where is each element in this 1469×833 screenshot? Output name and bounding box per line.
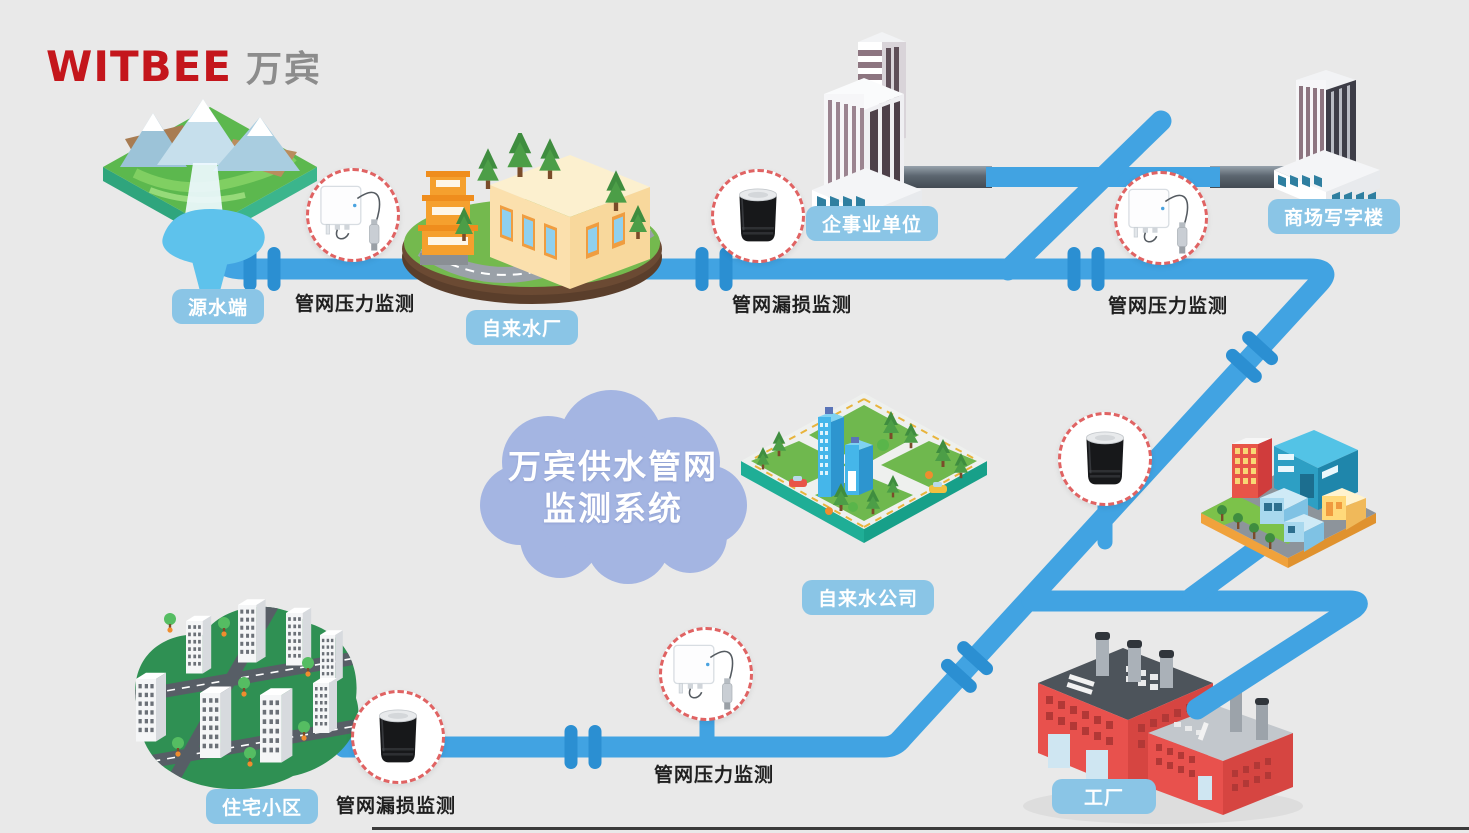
pressure-monitor-circle-bottom (659, 627, 753, 721)
title-cloud (480, 390, 747, 584)
location-label-mall-office: 商场写字楼 (1268, 199, 1401, 234)
pressure-monitor-circle-topright (1114, 171, 1208, 265)
monitor-label-leak-top: 管网漏损监测 (732, 294, 853, 316)
monitor-label-pressure-source: 管网压力监测 (295, 293, 416, 315)
location-label-water-company: 自来水公司 (802, 580, 935, 615)
service-pipe-mall (1210, 166, 1290, 188)
pressure-sensor-device-icon (673, 644, 734, 710)
location-label-water-plant: 自来水厂 (466, 310, 579, 345)
system-title: 万宾供水管网 监测系统 (478, 390, 748, 585)
water-company-illustration (741, 393, 987, 543)
water-plant-illustration (402, 133, 662, 304)
location-label-residential: 住宅小区 (206, 789, 319, 824)
logo-brand-cn-text: 万宾 (246, 49, 323, 90)
pressure-sensor-device-icon (320, 185, 381, 251)
residential-illustration (135, 599, 359, 790)
system-title-line2: 监测系统 (543, 488, 683, 528)
enterprise-building-illustration (812, 32, 922, 235)
leak-monitor-circle-right (1058, 412, 1152, 506)
car-yellow (929, 482, 947, 493)
pressure-monitor-circle-source (306, 168, 400, 262)
monitor-label-pressure-bottom: 管网压力监测 (654, 764, 775, 786)
mall-building-illustration (1274, 70, 1380, 210)
car-red (789, 476, 807, 487)
industrial-park-illustration (1201, 430, 1376, 568)
water-company-towers (818, 407, 873, 497)
pipe-coupling-set (243, 247, 1279, 769)
leak-logger-device-icon (739, 188, 777, 242)
location-label-factory: 工厂 (1052, 779, 1157, 814)
leak-logger-device-icon (379, 709, 417, 763)
leak-logger-device-icon (1086, 431, 1124, 485)
monitor-label-leak-bottom: 管网漏损监测 (336, 795, 457, 817)
pressure-sensor-device-icon (1128, 188, 1189, 254)
leak-monitor-circle-bottom (351, 690, 445, 784)
witbee-logo: WITBEE 万宾 (46, 40, 322, 92)
service-pipe-enterprise (898, 166, 992, 188)
monitor-label-pressure-topright: 管网压力监测 (1108, 295, 1229, 317)
location-label-source: 源水端 (172, 289, 265, 324)
leak-monitor-circle-top (711, 169, 805, 263)
system-title-line1: 万宾供水管网 (508, 446, 718, 486)
bottom-edge-line (372, 827, 1469, 830)
water-source-illustration (103, 99, 317, 295)
logo-brand-text: WITBEE (46, 42, 232, 91)
location-label-enterprise: 企事业单位 (806, 206, 939, 241)
